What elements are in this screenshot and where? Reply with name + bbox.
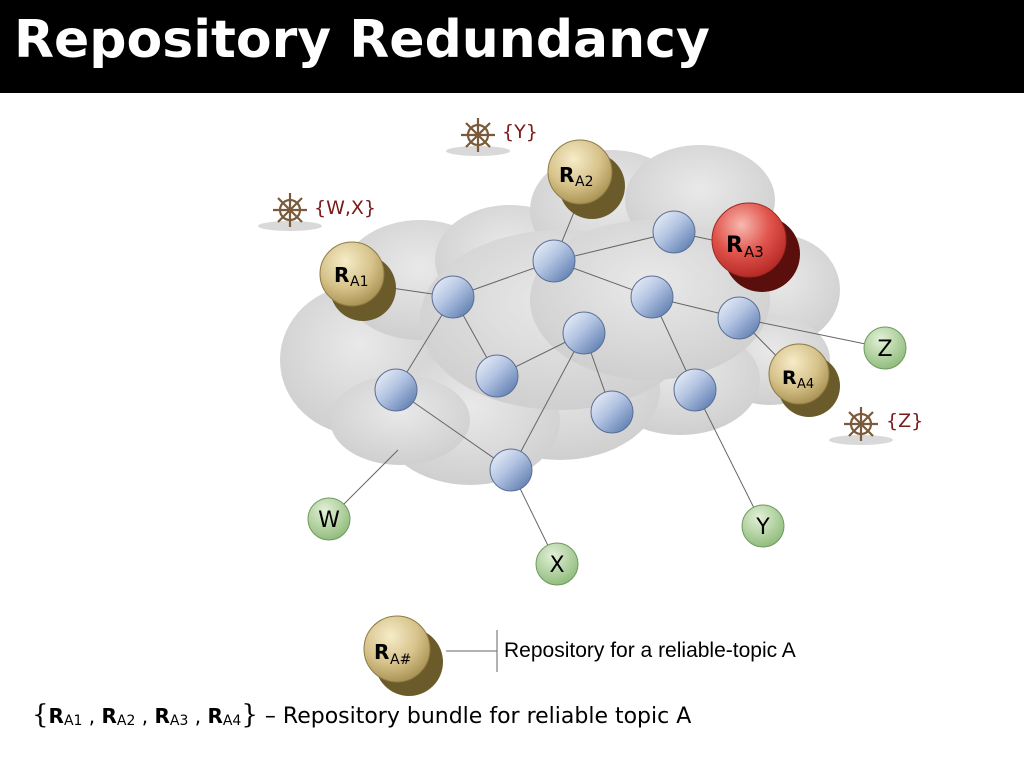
repo-sub: A3 [744,243,764,261]
helm-icon [258,193,322,231]
helm-icon [829,407,893,445]
title-bar: Repository Redundancy [0,0,1024,93]
router-node [630,275,674,319]
repo-letter: R [334,263,349,287]
router-node [489,448,533,492]
bundle-item-letter: R [48,704,64,728]
legend-text: Repository for a reliable-topic A [504,639,796,662]
helm-label: {Z} [886,410,923,432]
router-node [374,368,418,412]
legend-letter: R [374,640,389,664]
router-node [717,296,761,340]
router-node [431,275,475,319]
repository-A1: R A1 [319,241,396,321]
bundle-item-sub: A4 [222,713,242,729]
subscriber-label: W [318,508,340,533]
router-node [652,210,696,254]
bundle-open-brace: { [32,700,49,730]
router-node [590,390,634,434]
bundle-close-brace: } [241,700,258,730]
subscriber-label: Y [755,515,770,540]
subscriber-Z: Z [863,326,907,370]
repo-letter: R [726,233,743,258]
bundle-item-letter: R [101,704,117,728]
repo-letter: R [782,367,797,389]
subscriber-W: W [307,497,351,541]
repo-sub: A2 [575,174,593,190]
bundle-item-letter: R [154,704,170,728]
legend-repository-symbol: R A# [363,615,443,696]
bundle-item-sub: A2 [116,713,136,729]
helm-icon [446,118,510,156]
bundle-text: Repository bundle for reliable topic A [282,704,692,729]
page-title: Repository Redundancy [14,10,710,70]
bundle-item-sub: A3 [169,713,189,729]
router-nodes [374,210,761,492]
router-node [475,354,519,398]
subscriber-label: Z [877,337,892,362]
legend-sub: A# [390,652,411,668]
subscriber-Y: Y [741,504,785,548]
router-node [532,239,576,283]
router-node [562,311,606,355]
bundle-dash: – [264,704,276,729]
repo-letter: R [559,163,574,187]
repository-A3: R A3 [711,202,800,292]
repository-A2: R A2 [547,139,625,219]
repo-sub: A1 [350,274,368,290]
bundle-item-letter: R [207,704,223,728]
repo-sub: A4 [797,377,814,392]
subscriber-label: X [549,553,564,578]
bundle-item-sub: A1 [63,713,83,729]
repository-A4: R A4 [768,343,840,417]
helm-label: {Y} [502,121,538,143]
subscriber-X: X [535,542,579,586]
router-node [673,368,717,412]
helm-label: {W,X} [314,197,376,219]
bundle-caption: {RA1 , RA2 , RA3 , RA4} – Repository bun… [32,700,692,730]
